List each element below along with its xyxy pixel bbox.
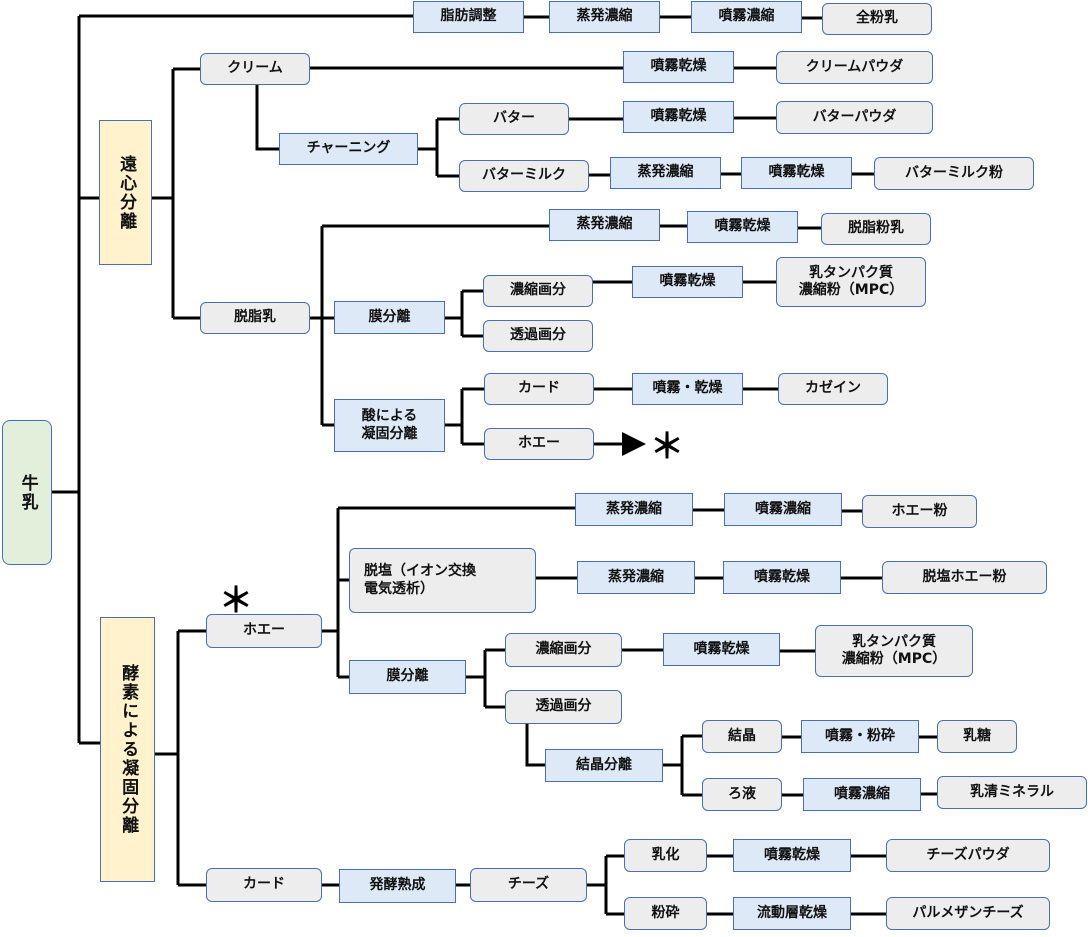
process-node: 酸による 凝固分離: [334, 399, 445, 452]
reference-marker: ＊: [219, 581, 253, 621]
product-node: パルメザンチーズ: [886, 897, 1050, 930]
process-node: 噴霧乾燥: [733, 839, 851, 872]
product-node: ホエー: [484, 428, 594, 460]
process-node: 噴霧乾燥: [632, 266, 743, 298]
process-node: チャーニング: [279, 133, 418, 165]
process-node: 蒸発濃縮: [549, 209, 660, 241]
product-node: バターミルク粉: [874, 157, 1034, 190]
process-node: 蒸発濃縮: [549, 1, 660, 33]
process-node: 噴霧・粉砕: [801, 720, 919, 753]
major-node: 酵素による凝固分離: [100, 617, 155, 882]
product-node: カード: [484, 373, 594, 405]
root-node: 牛乳: [2, 420, 52, 565]
process-node: 噴霧乾燥: [623, 101, 734, 133]
process-node: 噴霧乾燥: [723, 561, 841, 594]
process-node: 噴霧濃縮: [724, 493, 842, 526]
process-node: 噴霧乾燥: [741, 157, 852, 189]
process-node: 噴霧濃縮: [691, 1, 802, 33]
product-node: クリーム: [200, 53, 310, 85]
product-node: 結晶: [702, 720, 782, 753]
product-node: ホエー粉: [862, 495, 977, 528]
product-node: バターパウダ: [776, 101, 933, 134]
process-node: 噴霧乾燥: [687, 211, 798, 243]
process-node: 蒸発濃縮: [577, 561, 695, 594]
product-node: 乳清ミネラル: [937, 776, 1087, 809]
product-node: チーズパウダ: [886, 839, 1050, 872]
process-node: 結晶分離: [545, 749, 663, 782]
product-node: 透過画分: [505, 690, 622, 724]
process-node: 膜分離: [334, 301, 445, 334]
product-node: 脱脂粉乳: [821, 213, 931, 245]
product-node: 脱塩ホエー粉: [882, 561, 1047, 594]
product-node: カード: [206, 868, 322, 902]
product-node: 粉砕: [624, 897, 707, 930]
product-node: ろ液: [702, 778, 782, 811]
product-node: 透過画分: [483, 320, 593, 352]
reference-marker: ＊: [650, 427, 684, 467]
product-node: 乳化: [624, 839, 707, 872]
product-node: 脱塩（イオン交換 電気透析）: [349, 548, 536, 613]
process-node: 流動層乾燥: [733, 897, 851, 930]
process-node: 蒸発濃縮: [610, 157, 721, 189]
process-node: 発酵熟成: [339, 869, 456, 903]
process-node: 噴霧乾燥: [623, 51, 734, 83]
product-node: 全粉乳: [822, 3, 932, 35]
process-node: 膜分離: [349, 660, 466, 694]
product-node: チーズ: [470, 868, 587, 902]
product-node: クリームパウダ: [776, 51, 933, 84]
process-node: 噴霧濃縮: [803, 778, 921, 811]
product-node: 乳タンパク質 濃縮粉（MPC）: [776, 257, 926, 307]
major-node: 遠心分離: [99, 120, 152, 265]
product-node: バターミルク: [459, 160, 589, 192]
process-node: 脂肪調整: [413, 1, 524, 33]
product-node: 乳タンパク質 濃縮粉（MPC）: [815, 625, 973, 677]
product-node: 濃縮画分: [483, 275, 593, 307]
product-node: カゼイン: [778, 373, 888, 405]
product-node: 脱脂乳: [200, 302, 310, 334]
process-node: 噴霧・乾燥: [632, 373, 743, 405]
product-node: 乳糖: [937, 720, 1017, 753]
process-node: 蒸発濃縮: [575, 493, 693, 526]
process-node: 噴霧乾燥: [663, 633, 780, 666]
product-node: 濃縮画分: [505, 633, 622, 667]
product-node: バター: [459, 103, 569, 135]
product-node: ホエー: [206, 614, 322, 648]
